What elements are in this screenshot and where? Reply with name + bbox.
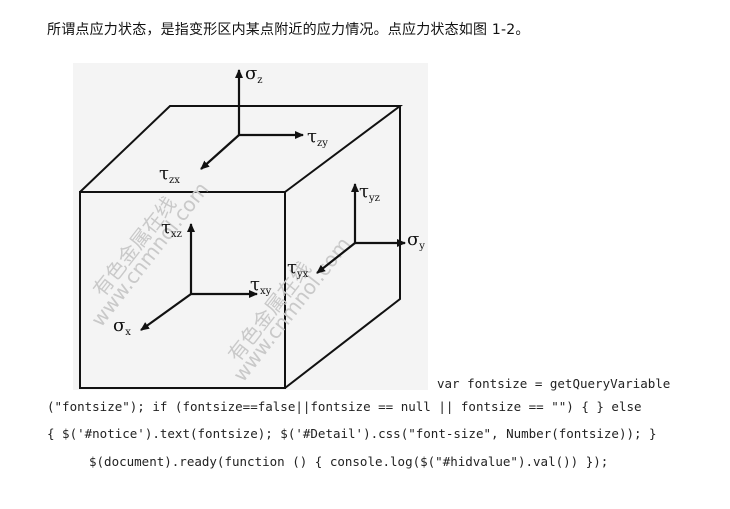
- code-line-1: var fontsize = getQueryVariable: [437, 376, 671, 391]
- intro-paragraph: 所谓点应力状态，是指变形区内某点附近的应力情况。点应力状态如图 1-2。: [47, 22, 530, 38]
- label-tau-yz: τyz: [359, 181, 380, 204]
- code-line-2: ("fontsize"); if (fontsize==false||fonts…: [47, 399, 642, 414]
- tau-yx-arrow: [316, 242, 356, 274]
- cube-outline: [79, 105, 404, 389]
- label-tau-zx: τzx: [159, 163, 180, 186]
- figure-background: [73, 63, 428, 390]
- label-sigma-x: σx: [113, 315, 131, 338]
- code-line-3: { $('#notice').text(fontsize); $('#Detai…: [47, 426, 657, 441]
- code-line-4: $(document).ready(function () { console.…: [89, 454, 609, 469]
- stress-labels: σz τzy τzx τyz σy τyx τxz τxy σx: [113, 63, 425, 338]
- stress-cube-figure: 有色金属在线 www.cnmnol.com 有色金属在线 www.cnmnol.…: [73, 63, 428, 390]
- label-tau-yx: τyx: [287, 257, 309, 280]
- stress-arrows: [140, 69, 406, 331]
- label-tau-zy: τzy: [307, 126, 328, 149]
- label-tau-xy: τxy: [250, 274, 272, 297]
- label-sigma-y: σy: [407, 229, 425, 252]
- cube-right-face: [284, 106, 401, 389]
- label-sigma-z: σz: [245, 63, 263, 86]
- cube-front-face: [79, 191, 286, 389]
- tau-zx-arrow: [200, 134, 240, 170]
- sigma-x-arrow: [140, 293, 192, 331]
- cube-top-face: [79, 105, 404, 193]
- label-tau-xz: τxz: [161, 217, 182, 240]
